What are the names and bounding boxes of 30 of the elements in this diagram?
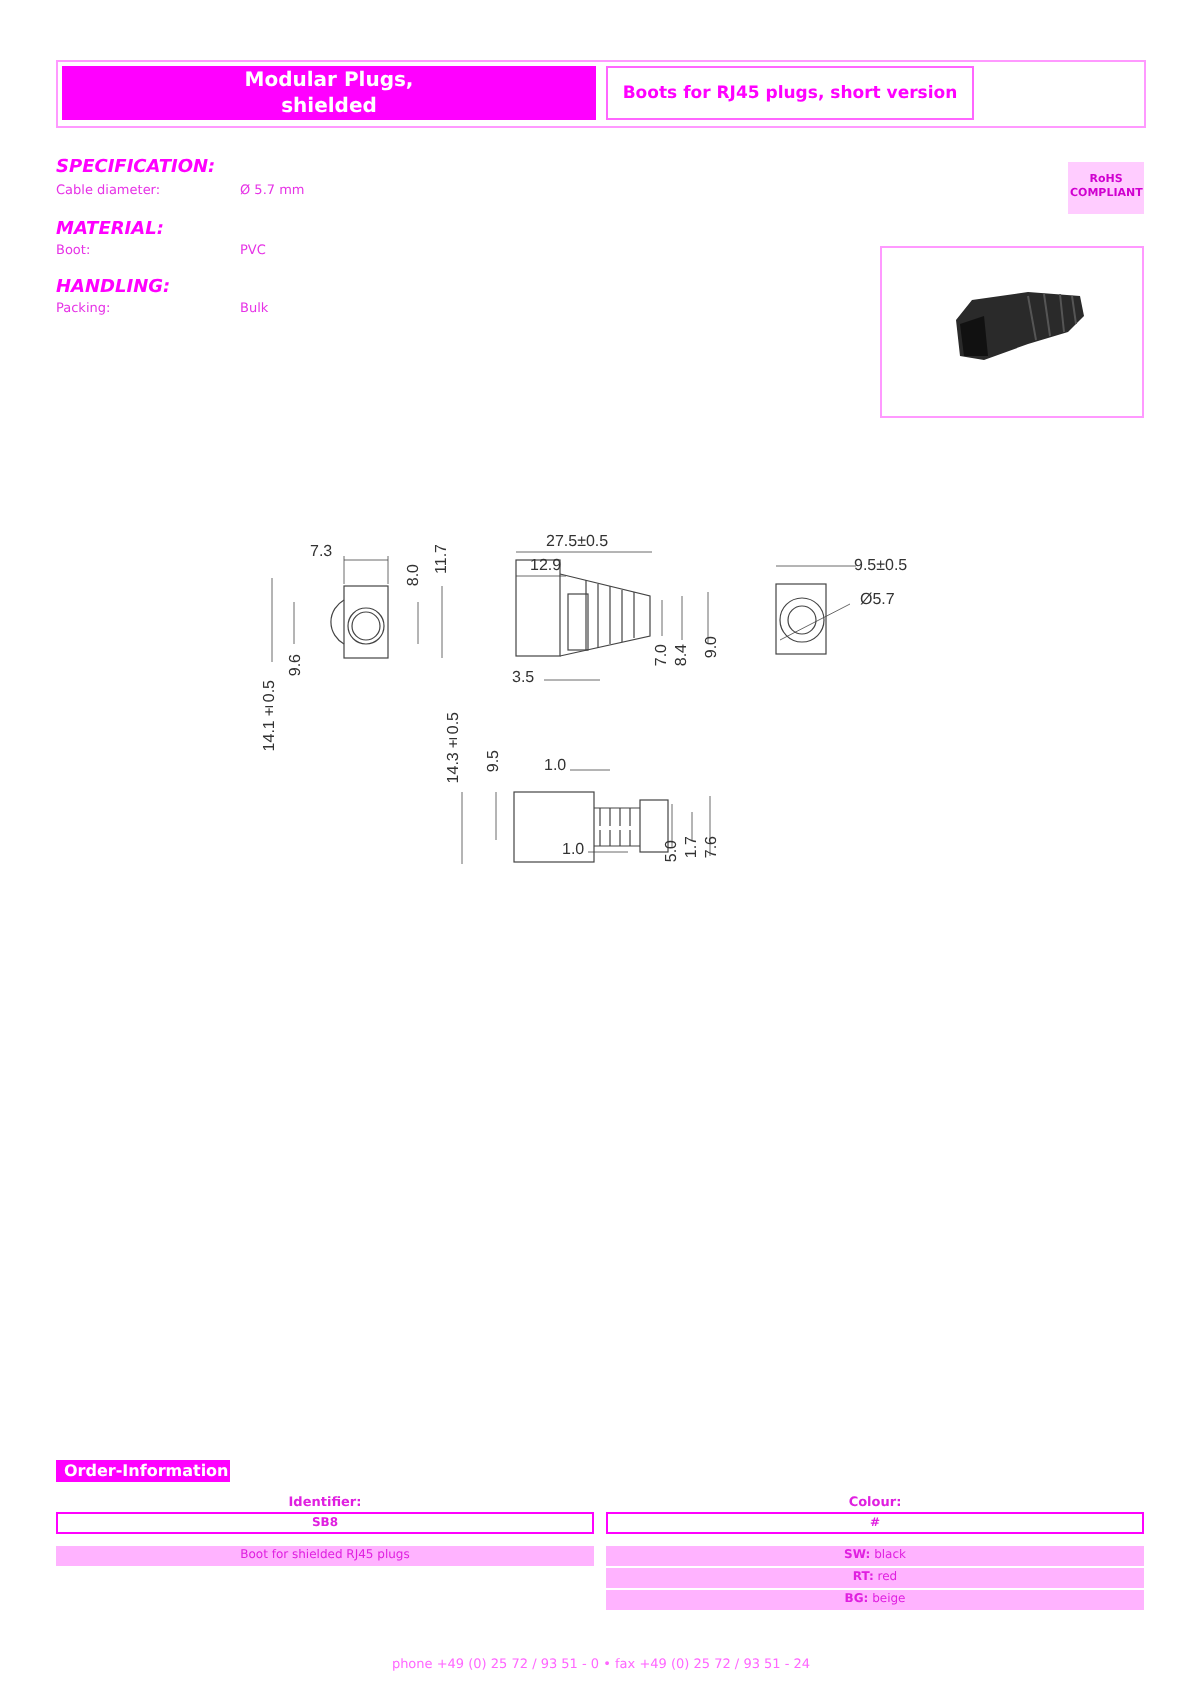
dimension-label: 11.7 xyxy=(432,544,450,574)
dimension-label: 1.0 xyxy=(544,756,567,774)
dimension-label: 8.4 xyxy=(672,644,690,667)
dimension-label: 7.3 xyxy=(310,542,333,560)
dimension-label: 7.6 xyxy=(702,836,720,859)
banner-title: Modular Plugs, shielded xyxy=(242,67,416,119)
section-heading: SPECIFICATION: xyxy=(56,158,216,178)
dimension-label: 3.5 xyxy=(512,668,535,686)
dimension-label: 1.7 xyxy=(682,836,700,859)
dimension-label: 14.1±0.5 xyxy=(260,680,278,752)
dimension-label: 12.9 xyxy=(530,556,562,574)
subtitle-text: Boots for RJ45 plugs, short version xyxy=(622,83,958,103)
section-heading: MATERIAL: xyxy=(56,220,164,240)
dimension-label: Ø5.7 xyxy=(860,590,895,608)
subtitle-box xyxy=(606,66,974,120)
compliance-badge xyxy=(1068,162,1144,214)
dimension-label: 9.5 xyxy=(484,750,502,773)
dimension-label: 27.5±0.5 xyxy=(546,532,609,550)
section-tag: Order-Information xyxy=(56,1460,230,1482)
title-banner xyxy=(62,66,596,120)
dimension-label: 8.0 xyxy=(404,564,422,587)
dimension-label: 14.3±0.5 xyxy=(444,712,462,784)
dimension-label: 5.0 xyxy=(662,840,680,863)
dimension-label: 9.6 xyxy=(286,654,304,677)
section-heading: HANDLING: xyxy=(56,278,171,298)
dimension-label: 7.0 xyxy=(652,644,670,667)
dimension-label: 9.5±0.5 xyxy=(854,556,908,574)
dimension-label: 1.0 xyxy=(562,840,585,858)
product-photo-frame xyxy=(880,246,1144,418)
dimension-label: 9.0 xyxy=(702,636,720,659)
